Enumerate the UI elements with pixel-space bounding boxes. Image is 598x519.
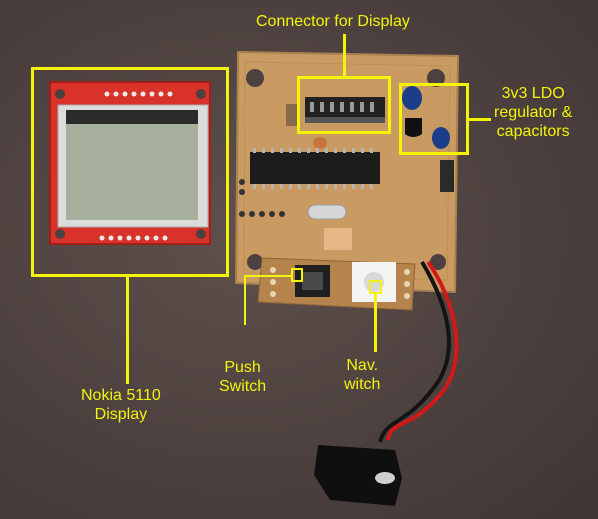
microcontroller-ic: [250, 152, 380, 184]
slide-switch: [440, 160, 454, 192]
label-nav-line2: witch: [344, 376, 381, 393]
capacitor: [432, 127, 450, 149]
capacitor: [402, 86, 422, 110]
leader-line-ldo: [469, 118, 491, 121]
label-ldo-line1: 3v3 LDO: [501, 85, 565, 102]
annotation-box-ldo-regulator: [399, 83, 469, 155]
label-nokia-line1: Nokia 5110: [81, 387, 161, 404]
lcd-screen: [66, 124, 198, 220]
red-wire: [386, 260, 459, 441]
display-connector-header: [305, 97, 385, 117]
label-push-line1: Push: [224, 359, 261, 376]
leader-line-connector: [343, 34, 346, 77]
annotation-box-push-switch: [291, 268, 303, 282]
leader-line-nav: [374, 294, 377, 352]
annotation-box-display-connector: [297, 76, 391, 134]
mounting-hole: [247, 254, 263, 270]
black-wire: [378, 260, 451, 443]
battery-snap: [314, 445, 402, 506]
annotation-box-nokia-display: [31, 67, 229, 277]
mounting-hole: [246, 69, 264, 87]
leader-line-push-vert: [244, 275, 246, 325]
label-nokia-line2: Display: [94, 406, 148, 423]
ldo-regulator: [405, 118, 422, 137]
programming-header: [239, 179, 285, 217]
mounting-hole: [430, 254, 446, 270]
leader-line-nokia: [126, 277, 129, 384]
label-push-line2: Switch: [219, 378, 267, 395]
label-push-switch: Push Switch: [219, 358, 266, 396]
label-ldo-line3: capacitors: [496, 123, 570, 140]
label-nokia-display: Nokia 5110 Display: [81, 386, 161, 424]
label-nav-switch: Nav. witch: [344, 356, 380, 394]
label-nav-line1: Nav.: [346, 357, 379, 374]
label-ldo-line2: regulator &: [494, 104, 573, 121]
crystal: [307, 204, 347, 220]
label-ldo-regulator: 3v3 LDO regulator & capacitors: [494, 84, 572, 141]
label-connector-for-display: Connector for Display: [256, 13, 410, 30]
annotation-box-nav-switch: [369, 280, 382, 294]
leader-line-push: [244, 275, 291, 277]
mounting-hole: [427, 69, 445, 87]
